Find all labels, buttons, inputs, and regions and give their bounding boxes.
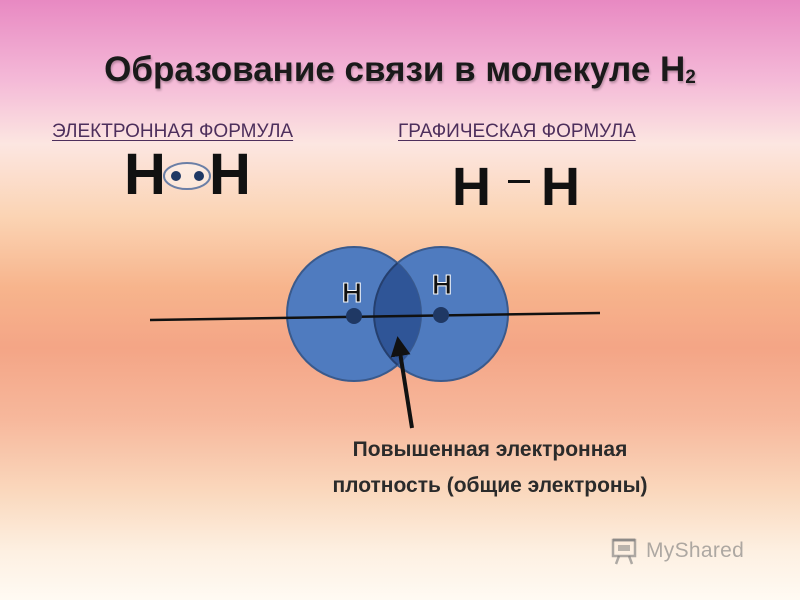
atom-label-right: H	[432, 269, 452, 300]
electronic-formula-label: ЭЛЕКТРОННАЯ ФОРМУЛА	[52, 121, 294, 142]
caption-line-1: Повышенная электронная	[352, 438, 628, 461]
watermark: MyShared	[610, 536, 744, 566]
electronic-formula-atom-right: H	[209, 142, 251, 207]
bond-axis-line	[149, 311, 601, 322]
overlap-caption: Повышенная электронная плотность (общие …	[250, 432, 730, 504]
pointer-arrow	[390, 336, 414, 429]
graphic-formula-atom-left: H	[452, 157, 491, 217]
watermark-text: MyShared	[646, 539, 745, 562]
atom-label-left: H	[342, 277, 362, 308]
graphic-formula-atom-right: H	[541, 157, 580, 217]
presentation-board-icon	[611, 538, 637, 565]
electronic-formula-atom-left: H	[124, 142, 166, 207]
title-text: Образование связи в молекуле H	[104, 50, 686, 89]
electron-dot-left	[171, 171, 181, 181]
page-title: Образование связи в молекуле H2	[0, 50, 800, 90]
graphic-formula-label: ГРАФИЧЕСКАЯ ФОРМУЛА	[398, 121, 636, 142]
caption-line-2: плотность (общие электроны)	[332, 474, 648, 497]
title-subscript: 2	[685, 67, 696, 88]
nucleus-right	[433, 307, 449, 323]
nucleus-left	[346, 308, 362, 324]
electron-pair-outline	[163, 162, 211, 190]
graphic-formula-bond-dash	[508, 180, 530, 183]
electron-dot-right	[194, 171, 204, 181]
